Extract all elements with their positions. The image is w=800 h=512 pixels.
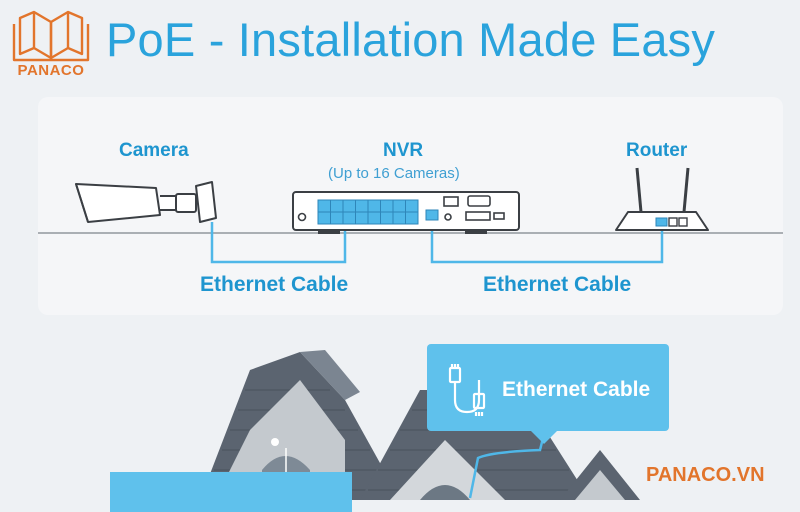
cctv-camera-icon [75,181,217,223]
nvr-recorder-icon [292,191,520,234]
book-logo-icon [12,10,90,62]
page-title: PoE - Installation Made Easy [106,13,716,66]
ethernet-cable-icon [448,364,486,416]
nvr-label: NVR [383,140,424,161]
router-icon [615,167,709,231]
nvr-sublabel: (Up to 16 Cameras) [328,165,460,182]
website-watermark: PANACO.VN [646,464,765,486]
cable-label-camera-nvr: Ethernet Cable [200,273,349,296]
cable-nvr-router [430,215,664,264]
cable-camera-nvr [210,222,347,264]
ethernet-callout: Ethernet Cable [427,344,669,431]
brand-logo: PANACO [10,8,92,83]
callout-label: Ethernet Cable [502,378,651,401]
router-label: Router [626,140,688,161]
cable-label-nvr-router: Ethernet Cable [483,273,632,296]
camera-label: Camera [119,140,189,161]
bottom-callout-box [110,472,352,512]
poe-diagram [38,167,783,264]
brand-logo-text: PANACO [17,62,85,79]
callout-pointer [530,430,558,444]
house-cable [468,429,547,499]
